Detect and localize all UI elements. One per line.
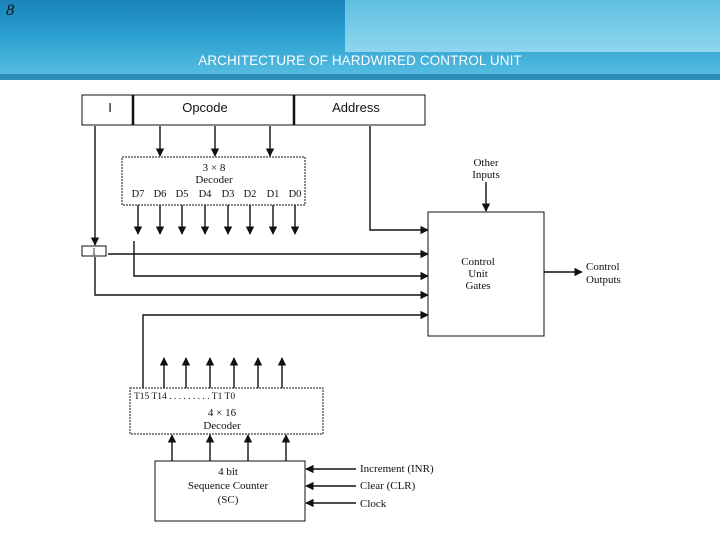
clear-input-label: Clear (CLR) — [360, 480, 416, 492]
ir-i-field: I — [108, 100, 112, 115]
counter-output-lines — [167, 434, 291, 461]
control-unit-gates: Control Unit Gates Control Outputs — [427, 211, 621, 337]
decoder-output-d4: D4 — [199, 189, 213, 200]
decoder-output-d7: D7 — [132, 189, 145, 200]
decoder-3x8-subtitle: Decoder — [195, 174, 233, 186]
control-unit-gates-line2: Unit — [468, 268, 488, 280]
slide-number: 8 — [6, 3, 15, 19]
control-outputs-line1: Control — [586, 261, 620, 273]
decoder-output-d2: D2 — [244, 189, 257, 200]
other-inputs: Other Inputs — [472, 157, 500, 212]
decoder-4x16-title: 4 × 16 — [208, 407, 237, 419]
decoder-3x8-title: 3 × 8 — [203, 162, 226, 174]
control-outputs-line2: Outputs — [586, 274, 621, 286]
i-flipflop: I — [81, 126, 107, 257]
control-input-lines — [94, 126, 429, 360]
slide-title: ARCHITECTURE OF HARDWIRED CONTROL UNIT — [198, 53, 522, 68]
decoder-output-d5: D5 — [176, 189, 189, 200]
banner-panel — [345, 0, 720, 52]
sequence-counter-line1: 4 bit — [218, 466, 238, 478]
decoder-3x8: 3 × 8 Decoder D7 D6 D5 D4 D3 D2 D1 D0 — [121, 156, 306, 206]
clock-input-label: Clock — [360, 498, 387, 510]
ir-opcode-field: Opcode — [182, 100, 228, 115]
decoder-3x8-output-lines — [133, 205, 300, 235]
decoder-4x16: T15 T14 . . . . . . . . . T1 T0 4 × 16 D… — [129, 387, 324, 435]
decoder-output-d1: D1 — [267, 189, 280, 200]
sequence-counter-line3: (SC) — [218, 494, 239, 506]
increment-input-label: Increment (INR) — [360, 463, 434, 475]
decoder-4x16-subtitle: Decoder — [203, 420, 241, 432]
other-inputs-line1: Other — [473, 157, 498, 169]
banner-stripe — [0, 74, 720, 80]
other-inputs-line2: Inputs — [472, 169, 500, 181]
control-unit-gates-line1: Control — [461, 256, 495, 268]
ir-address-field: Address — [332, 100, 380, 115]
counter-inputs: Increment (INR) Clear (CLR) Clock — [305, 463, 434, 510]
sequence-counter-line2: Sequence Counter — [188, 480, 269, 492]
instruction-register: I Opcode Address — [81, 94, 426, 126]
decoder-output-d3: D3 — [222, 189, 235, 200]
opcode-lines — [155, 126, 275, 157]
timing-output-lines — [142, 357, 287, 388]
i-flipflop-label: I — [93, 247, 96, 257]
decoder-4x16-outputs: T15 T14 . . . . . . . . . T1 T0 — [134, 392, 235, 402]
decoder-output-d6: D6 — [154, 189, 167, 200]
control-unit-gates-line3: Gates — [465, 280, 490, 292]
decoder-output-d0: D0 — [289, 189, 302, 200]
sequence-counter: 4 bit Sequence Counter (SC) — [154, 460, 306, 522]
